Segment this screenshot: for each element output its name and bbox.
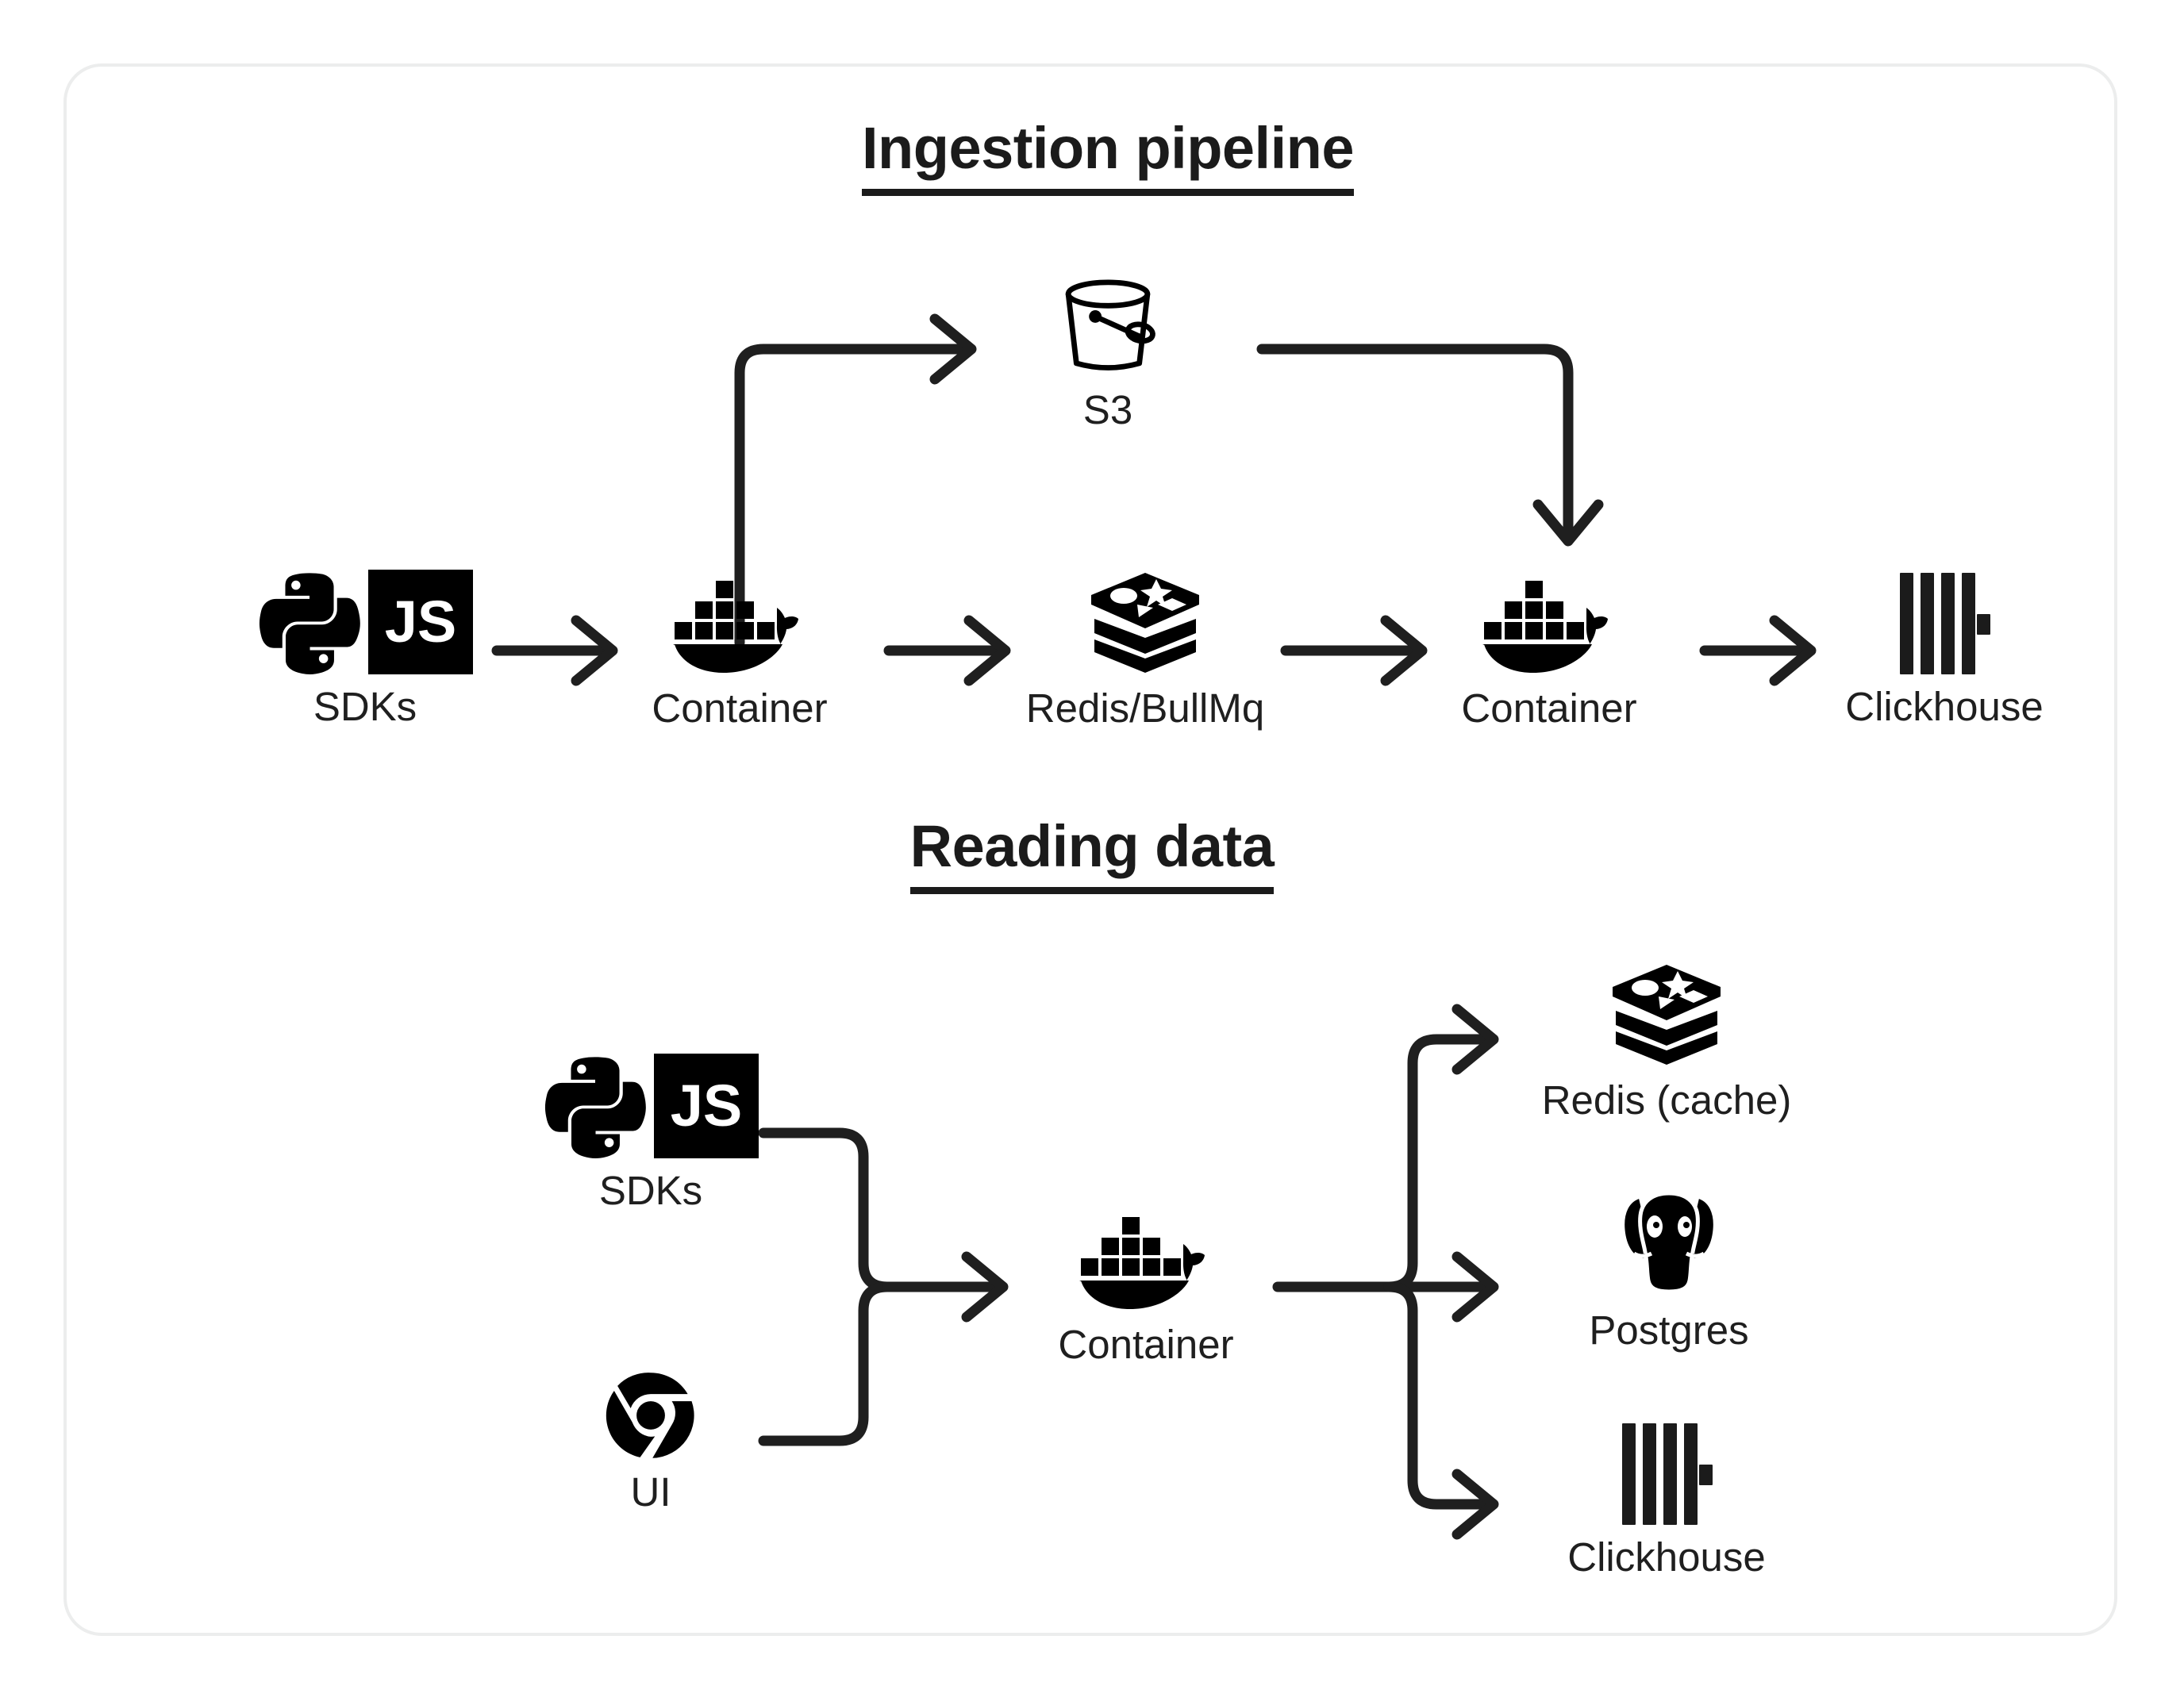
node-container-3-icons: [1079, 1214, 1211, 1312]
node-clickhouse-1[interactable]: Clickhouse: [1825, 573, 2063, 728]
section-title-reading-text: Reading data: [909, 813, 1275, 894]
node-ui-icons: [606, 1371, 695, 1460]
node-redis-bullmq-label: Redis/BullMq: [1025, 685, 1265, 731]
node-redis-cache-label: Redis (cache): [1541, 1077, 1792, 1123]
diagram-card: [63, 63, 2117, 1636]
node-container-3[interactable]: Container: [1035, 1214, 1257, 1366]
node-container-1-icons: [673, 578, 805, 676]
node-clickhouse-2[interactable]: Clickhouse: [1540, 1423, 1794, 1579]
javascript-icon-text: JS: [670, 1073, 743, 1138]
docker-icon: [673, 578, 805, 676]
clickhouse-icon: [1898, 573, 1990, 674]
docker-icon: [1079, 1214, 1211, 1312]
redis-icon: [1088, 570, 1202, 676]
s3-bucket-icon: [1054, 270, 1162, 378]
node-s3-label: S3: [1082, 387, 1133, 432]
node-ui[interactable]: UI: [563, 1371, 738, 1514]
docker-icon: [1482, 578, 1614, 676]
node-clickhouse-2-icons: [1621, 1423, 1713, 1525]
node-sdks-2-label: SDKs: [598, 1168, 703, 1213]
node-redis-cache-icons: [1609, 962, 1724, 1068]
node-container-2[interactable]: Container: [1438, 578, 1660, 730]
node-sdks[interactable]: JS SDKs: [238, 570, 492, 728]
node-container-3-label: Container: [1058, 1322, 1234, 1367]
chrome-icon: [606, 1371, 695, 1460]
javascript-icon: JS: [654, 1054, 759, 1158]
node-sdks-2-icons: JS: [543, 1054, 759, 1158]
node-postgres-icons: [1617, 1187, 1721, 1298]
node-ui-label: UI: [630, 1469, 671, 1515]
node-container-1[interactable]: Container: [629, 578, 851, 730]
node-clickhouse-1-icons: [1898, 573, 1990, 674]
section-title-reading: Reading data: [854, 813, 1330, 894]
node-s3[interactable]: S3: [1021, 270, 1195, 432]
python-icon: [543, 1054, 648, 1158]
node-redis-bullmq-icons: [1088, 570, 1202, 676]
section-title-ingestion: Ingestion pipeline: [862, 115, 1355, 196]
node-postgres[interactable]: Postgres: [1554, 1187, 1784, 1352]
node-container-1-label: Container: [652, 685, 828, 731]
node-sdks-label: SDKs: [313, 684, 417, 729]
node-sdks-2[interactable]: JS SDKs: [524, 1054, 778, 1212]
node-clickhouse-1-label: Clickhouse: [1845, 684, 2044, 729]
redis-icon: [1609, 962, 1724, 1068]
node-container-2-label: Container: [1461, 685, 1637, 731]
node-container-2-icons: [1482, 578, 1614, 676]
node-redis-bullmq[interactable]: Redis/BullMq: [1016, 570, 1275, 730]
section-title-ingestion-text: Ingestion pipeline: [862, 115, 1355, 196]
postgres-icon: [1617, 1187, 1721, 1298]
javascript-icon-text: JS: [384, 589, 457, 655]
clickhouse-icon: [1621, 1423, 1713, 1525]
python-icon: [257, 570, 362, 674]
node-s3-icons: [1054, 270, 1162, 378]
node-redis-cache[interactable]: Redis (cache): [1516, 962, 1817, 1122]
node-sdks-icons: JS: [257, 570, 473, 674]
javascript-icon: JS: [368, 570, 473, 674]
node-clickhouse-2-label: Clickhouse: [1567, 1534, 1766, 1580]
node-postgres-label: Postgres: [1589, 1307, 1749, 1353]
